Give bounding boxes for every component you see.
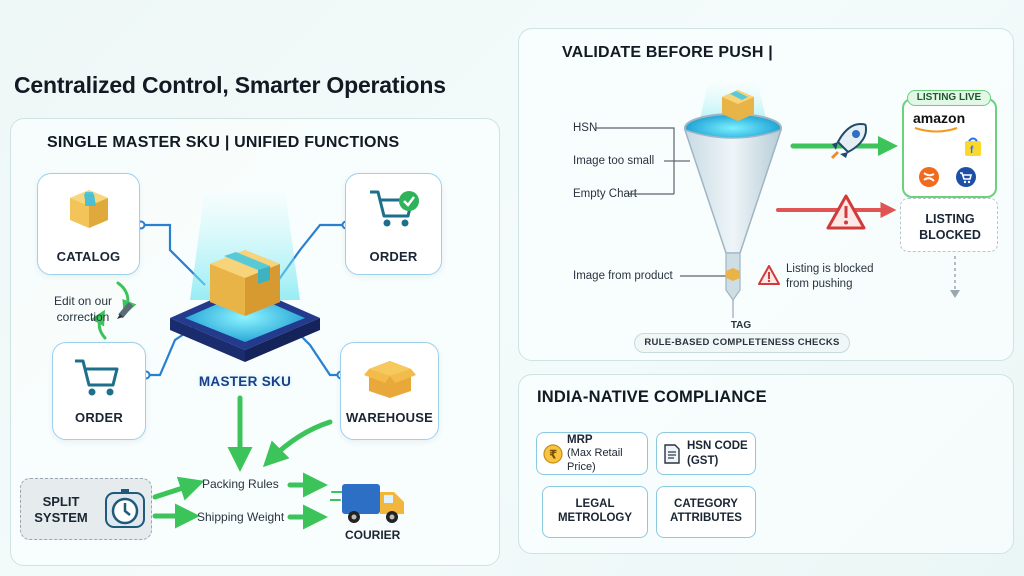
warehouse-label: WAREHOUSE xyxy=(345,410,434,425)
validate-heading: VALIDATE BEFORE PUSH | xyxy=(562,44,773,61)
check-icon xyxy=(399,191,419,211)
listing-live-badge: LISTING LIVE xyxy=(907,90,991,106)
order-card-top[interactable]: ORDER xyxy=(345,173,442,275)
amazon-smile-icon xyxy=(914,127,958,133)
marketplace-cart-icon xyxy=(956,167,976,187)
tag-label: TAG xyxy=(730,320,752,331)
split-system-label: SPLIT SYSTEM xyxy=(34,494,88,525)
box-icon xyxy=(70,190,108,228)
shipping-weight-label: Shipping Weight xyxy=(197,510,285,524)
page-title: Centralized Control, Smarter Operations xyxy=(14,72,446,98)
warehouse-card[interactable]: WAREHOUSE xyxy=(340,342,439,440)
mrp-chip[interactable]: ₹ MRP (Max Retail Price) xyxy=(536,432,648,475)
validate-diagram xyxy=(596,83,960,318)
blocked-note: Listing is blocked from pushing xyxy=(786,263,874,290)
hsn-label: HSN CODE xyxy=(687,440,748,453)
truck-icon xyxy=(330,484,404,523)
warning-icon-small xyxy=(758,265,780,285)
order-card-bottom[interactable]: ORDER xyxy=(52,342,146,440)
cart-icon xyxy=(75,359,119,396)
hsn-sub: (GST) xyxy=(687,454,719,467)
input-image-from-product: Image from product xyxy=(573,270,673,282)
listing-blocked-card xyxy=(900,198,998,252)
mrp-sub: (Max Retail Price) xyxy=(567,446,623,473)
pencil-icon xyxy=(117,302,134,319)
input-image-too-small: Image too small xyxy=(573,155,655,167)
mrp-label: MRP xyxy=(567,433,593,446)
split-system-box[interactable]: SPLIT SYSTEM xyxy=(20,478,152,540)
svg-text:f: f xyxy=(970,145,974,156)
catalog-card[interactable]: CATALOG xyxy=(37,173,140,275)
master-sku-platform xyxy=(170,190,320,362)
flipkart-icon: f xyxy=(965,137,981,156)
marketplace-orange-icon xyxy=(919,167,939,187)
packing-rules-label: Packing Rules xyxy=(202,477,279,491)
rupee-icon: ₹ xyxy=(543,443,563,464)
svg-text:₹: ₹ xyxy=(549,447,557,461)
stopwatch-icon xyxy=(105,489,145,528)
order-bottom-label: ORDER xyxy=(75,410,123,425)
legal-metrology-chip[interactable]: LEGAL METROLOGY xyxy=(542,486,648,538)
hsn-chip[interactable]: HSN CODE (GST) xyxy=(656,432,756,475)
master-sku-heading: SINGLE MASTER SKU | UNIFIED FUNCTIONS xyxy=(47,134,400,151)
master-sku-label: MASTER SKU xyxy=(198,374,292,389)
amazon-logo: amazon xyxy=(913,110,966,126)
compliance-heading: INDIA-NATIVE COMPLIANCE xyxy=(537,388,767,406)
edit-note: Edit on our correction xyxy=(53,294,113,324)
category-attributes-chip[interactable]: CATEGORY ATTRIBUTES xyxy=(656,486,756,538)
courier-label: COURIER xyxy=(345,528,401,542)
warning-icon xyxy=(826,194,866,230)
document-icon xyxy=(664,443,680,464)
rule-checks-pill: RULE-BASED COMPLETENESS CHECKS xyxy=(634,333,850,353)
rocket-icon xyxy=(830,122,868,160)
input-hsn: HSN xyxy=(573,122,598,134)
input-empty-chart: Empty Chart xyxy=(573,188,637,200)
order-top-label: ORDER xyxy=(369,249,418,264)
warehouse-box-icon xyxy=(364,361,416,398)
catalog-label: CATALOG xyxy=(56,249,121,264)
listing-blocked-label: LISTING BLOCKED xyxy=(919,212,981,242)
